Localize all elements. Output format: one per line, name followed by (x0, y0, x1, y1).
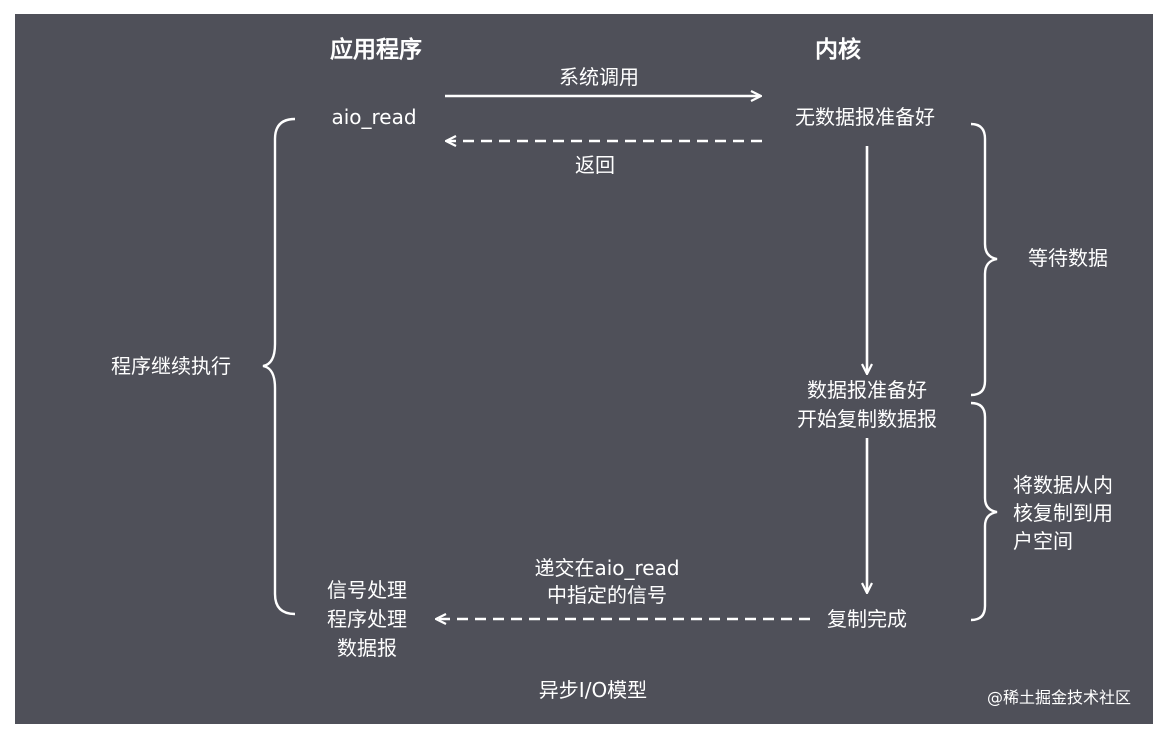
syscall-label: 系统调用 (559, 65, 639, 89)
return-label: 返回 (575, 153, 615, 177)
kernel-header: 内核 (815, 37, 861, 63)
continue-brace (262, 117, 296, 616)
copy-done-label: 复制完成 (827, 607, 907, 631)
copy-label-1: 将数据从内 (1013, 473, 1113, 497)
no-data-label: 无数据报准备好 (795, 105, 935, 129)
deliver-label-1: 递交在aio_read (534, 556, 680, 580)
continue-label: 程序继续执行 (111, 354, 231, 378)
data-ready-label-1: 数据报准备好 (807, 378, 927, 402)
diagram-canvas (262, 14, 998, 724)
watermark: @稀土掘金技术社区 (986, 688, 1131, 707)
copy-label-3: 户空间 (1013, 529, 1073, 553)
data-ready-label-2: 开始复制数据报 (797, 407, 937, 431)
caption: 异步I/O模型 (538, 678, 648, 702)
diagram-panel: 应用程序 内核 aio_read 系统调用 无数据报准备好 返回 等待数据 数据… (15, 14, 1153, 724)
signal-label-1: 信号处理 (327, 578, 407, 602)
copy-brace (970, 401, 998, 622)
aio-read-label: aio_read (331, 105, 417, 129)
signal-label-2: 程序处理 (327, 607, 407, 631)
deliver-label-2: 中指定的信号 (547, 583, 667, 607)
wait-brace (970, 122, 998, 397)
app-header: 应用程序 (330, 37, 422, 63)
wait-data-label: 等待数据 (1028, 246, 1108, 270)
signal-label-3: 数据报 (337, 636, 397, 660)
copy-label-2: 核复制到用 (1013, 501, 1113, 525)
